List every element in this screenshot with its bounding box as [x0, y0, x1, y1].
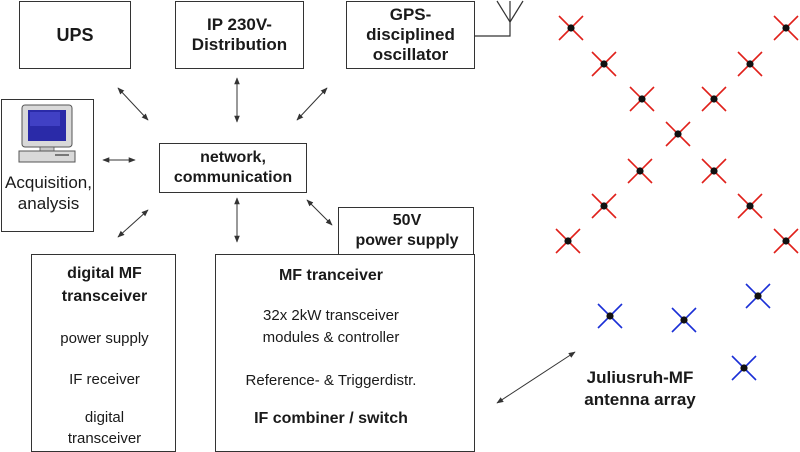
- red-antenna-element: [665, 121, 691, 147]
- red-antenna-element: [701, 86, 727, 112]
- red-antenna-element: [701, 158, 727, 184]
- red-antenna-element: [591, 51, 617, 77]
- blue-antenna-element: [731, 355, 757, 381]
- red-antenna-element: [629, 86, 655, 112]
- ip-distribution-line2: Distribution: [191, 35, 288, 54]
- red-antenna-element: [555, 228, 581, 254]
- digital-mf-transceiver-box: digital MF transceiver power supply IF r…: [31, 254, 176, 452]
- network-line2: communication: [173, 169, 293, 186]
- mf-transceiver-line1: 32x 2kW transceiver: [263, 307, 399, 324]
- digital-mf-item-if: IF receiver: [69, 371, 140, 388]
- antenna-array-line1: Juliusruh-MF: [586, 368, 694, 387]
- antenna-array-line2: antenna array: [584, 390, 696, 409]
- blue-antenna-element: [597, 303, 623, 329]
- arrow-gps-network: [296, 87, 328, 121]
- gps-oscillator-box: GPS- disciplined oscillator: [346, 1, 475, 69]
- blue-antenna-element: [671, 307, 697, 333]
- power50-line1: 50V: [392, 212, 422, 229]
- network-line1: network,: [200, 149, 266, 166]
- arrow-network-power: [306, 199, 333, 226]
- digital-mf-title2: transceiver: [61, 288, 148, 305]
- mf-transceiver-title: MF tranceiver: [278, 267, 384, 284]
- ip-distribution-box: IP 230V- Distribution: [175, 1, 304, 69]
- ups-box: UPS: [19, 1, 131, 69]
- power-supply-50v-box: 50V power supply: [338, 207, 474, 255]
- antenna-array: [555, 15, 799, 381]
- digital-mf-item-power: power supply: [60, 330, 149, 347]
- network-box: network, communication: [159, 143, 307, 193]
- red-antenna-element: [773, 15, 799, 41]
- digital-mf-title1: digital MF: [67, 265, 142, 282]
- red-antenna-element: [737, 51, 763, 77]
- mf-transceiver-box: MF tranceiver 32x 2kW transceiver module…: [215, 254, 475, 452]
- mf-transceiver-line3: Reference- & Triggerdistr.: [245, 372, 417, 389]
- digital-mf-item-digital: digital: [84, 409, 125, 426]
- gps-line3: oscillator: [372, 45, 449, 64]
- arrow-network-digital: [117, 209, 149, 238]
- acquisition-line1: Acquisition,: [5, 173, 92, 192]
- gps-line2: disciplined: [366, 25, 455, 44]
- power50-line2: power supply: [355, 232, 459, 249]
- ups-label: UPS: [56, 24, 94, 45]
- red-antenna-element: [737, 193, 763, 219]
- gps-line1: GPS-: [389, 5, 432, 24]
- acquisition-line2: analysis: [17, 194, 80, 213]
- arrow-mf-antenna: [496, 351, 576, 404]
- red-antenna-element: [773, 228, 799, 254]
- red-antenna-element: [627, 158, 653, 184]
- mf-transceiver-line2: modules & controller: [262, 329, 400, 346]
- blue-antenna-element: [745, 283, 771, 309]
- computer-icon: [18, 104, 76, 163]
- digital-mf-item-transceiver: transceiver: [67, 430, 142, 447]
- gps-antenna-icon: [475, 0, 524, 37]
- red-antenna-element: [591, 193, 617, 219]
- red-antenna-element: [558, 15, 584, 41]
- arrow-ups-network: [117, 87, 149, 121]
- ip-distribution-line1: IP 230V-: [207, 15, 272, 34]
- mf-transceiver-line4: IF combiner / switch: [254, 410, 408, 427]
